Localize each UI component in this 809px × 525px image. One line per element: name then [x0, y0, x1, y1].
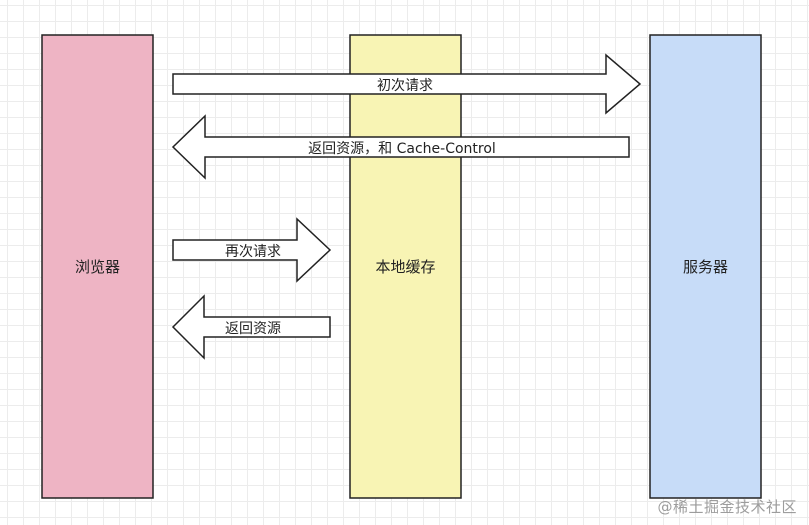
- first-request-arrow: [172, 53, 642, 115]
- first-request-label: 初次请求: [377, 77, 433, 94]
- watermark-text: @稀土掘金技术社区: [657, 498, 797, 516]
- second-request-label: 再次请求: [225, 244, 281, 260]
- return-with-cache-control-label: 返回资源，和 Cache-Control: [308, 141, 496, 157]
- server-label: 服务器: [683, 258, 728, 276]
- browser-column: [41, 34, 154, 499]
- browser-label: 浏览器: [75, 258, 120, 276]
- local-cache-label: 本地缓存: [375, 258, 435, 276]
- return-resource-arrow: [171, 294, 331, 360]
- server-column: [649, 34, 762, 499]
- return-resource-label: 返回资源: [225, 321, 281, 337]
- return-with-cache-control-arrow: [171, 114, 630, 180]
- second-request-arrow: [172, 217, 332, 283]
- local-cache-column: [349, 34, 462, 499]
